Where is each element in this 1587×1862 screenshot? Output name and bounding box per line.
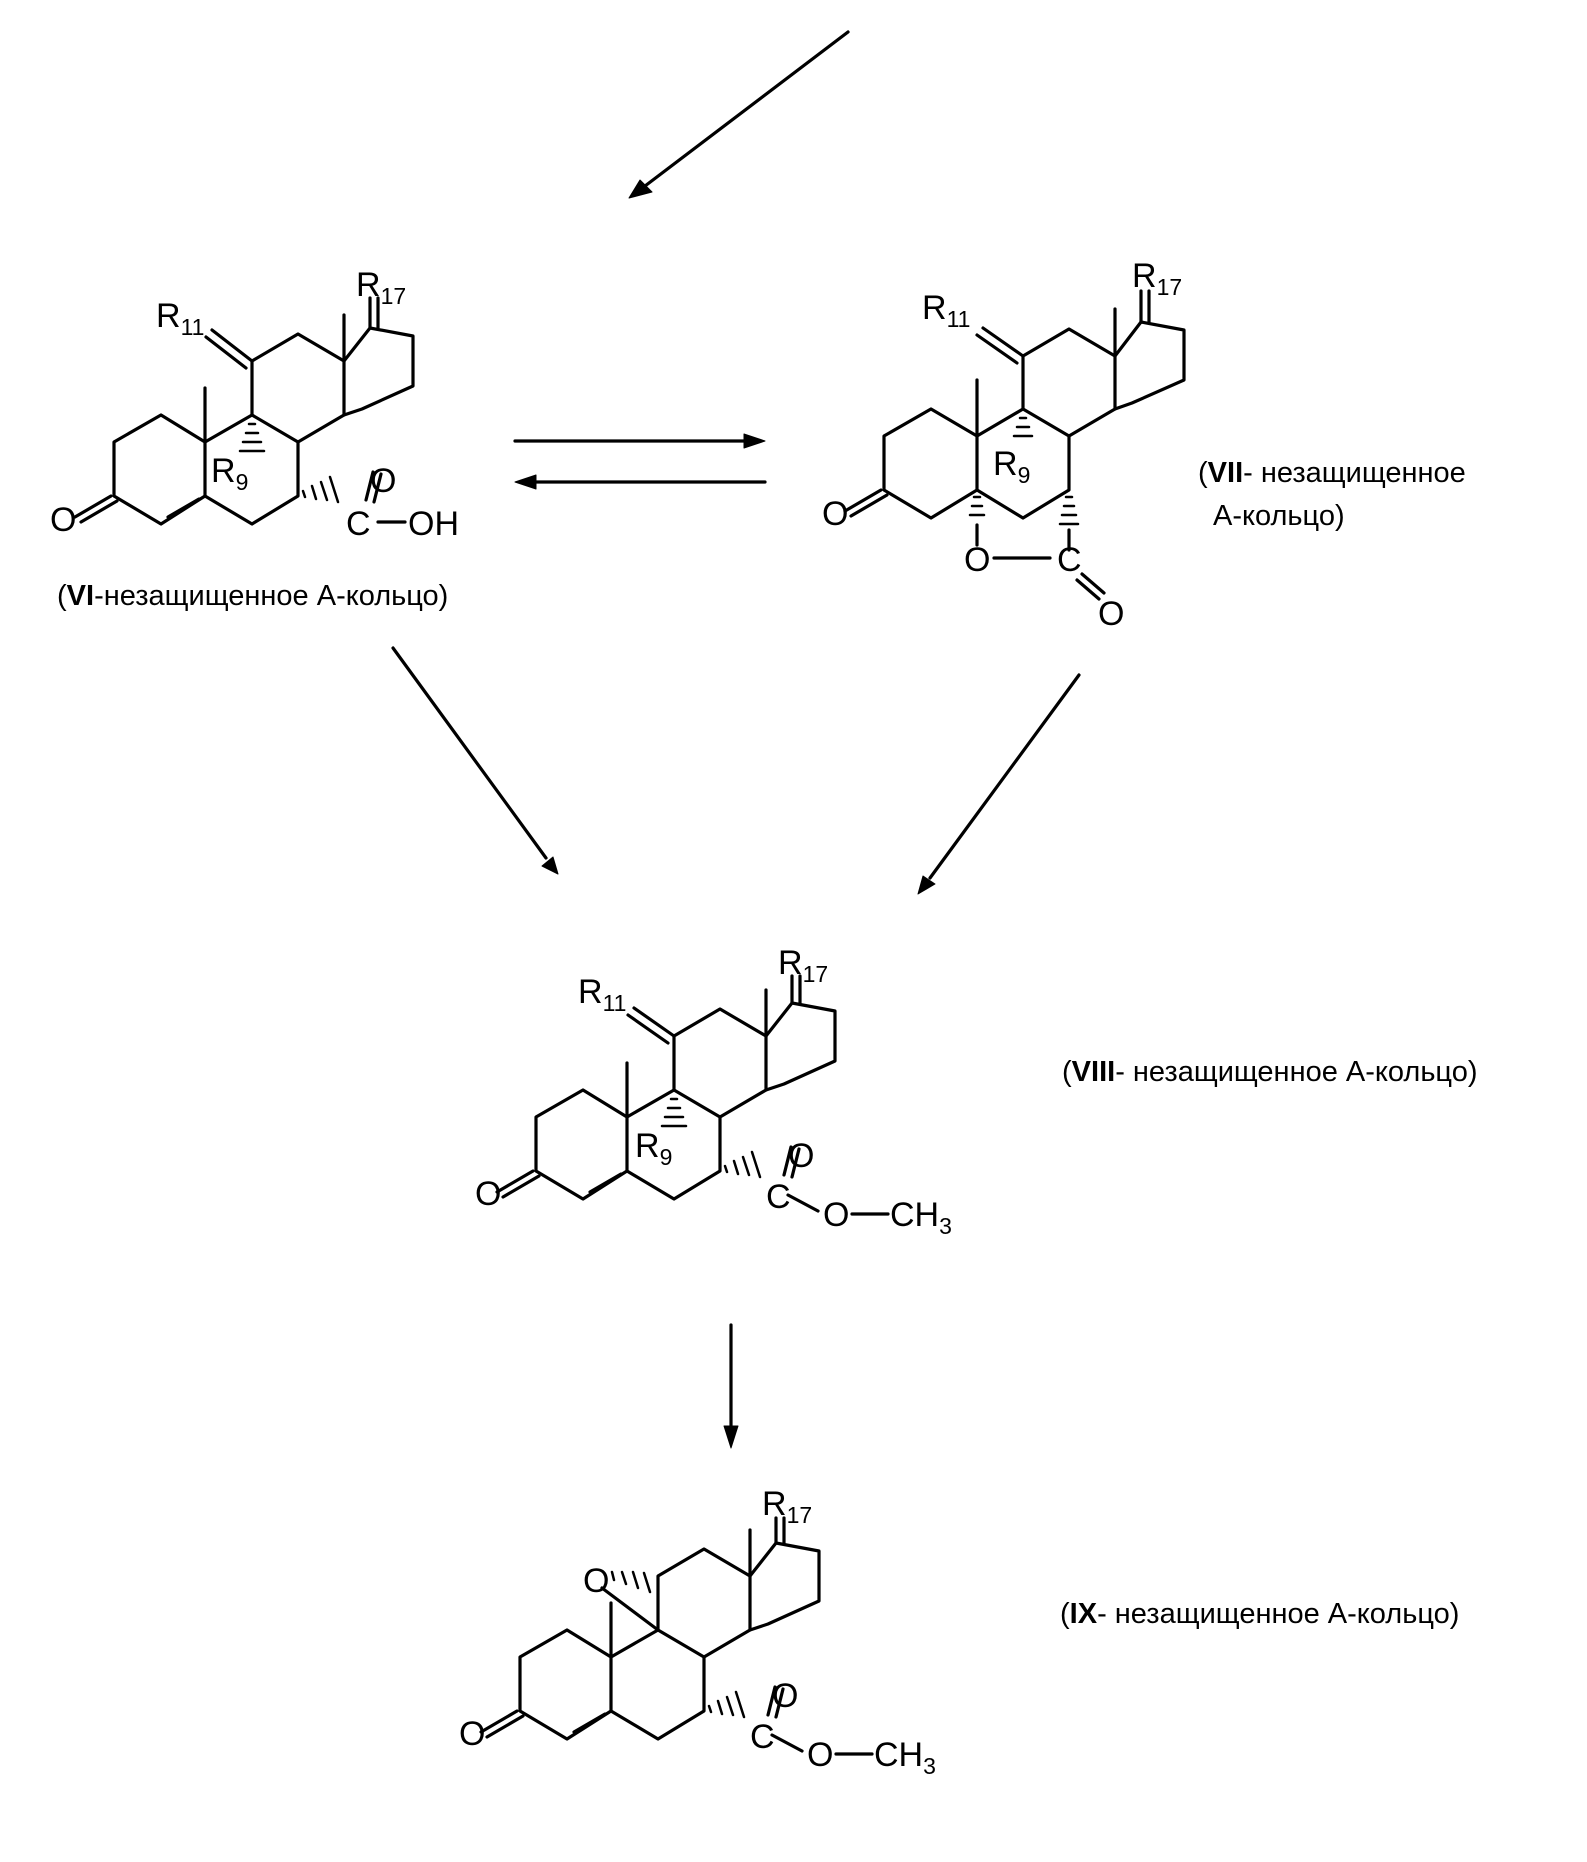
compound-viii-labels: O R11 R17 R9 O C O CH3 (VIII- незащищенн… — [475, 944, 1478, 1239]
hashed-bond-r9 — [1014, 418, 1032, 436]
vii-carbonyl-oxygen: O — [1098, 595, 1124, 633]
vi-acid-carbon: C — [346, 505, 371, 543]
ix-epoxide-oxygen: O — [583, 1562, 609, 1600]
compound-ix-structure — [481, 1518, 872, 1754]
arrow-vii-to-viii — [918, 675, 1079, 894]
viii-r17-label: R17 — [778, 944, 828, 987]
arrow-incoming — [629, 32, 848, 198]
ix-methyl: CH3 — [874, 1736, 936, 1779]
vi-hydroxyl: OH — [408, 505, 459, 543]
ix-r17-label: R17 — [762, 1485, 812, 1528]
viii-carbonyl-oxygen: O — [788, 1137, 814, 1175]
arrow-vii-to-vi — [515, 475, 765, 489]
ix-keto-oxygen: O — [459, 1715, 485, 1753]
viii-r11-label: R11 — [578, 973, 626, 1016]
vi-r11-label: R11 — [156, 297, 204, 340]
compound-vii-labels: O R11 R17 R9 O C O (VII- незащищенное А-… — [822, 257, 1466, 633]
vii-caption: (VII- незащищенное — [1198, 457, 1466, 489]
vi-r9-label: R9 — [211, 452, 248, 495]
vi-carbonyl-oxygen: O — [370, 462, 396, 500]
hashed-bond-c7 — [709, 1692, 744, 1717]
vi-keto-oxygen: O — [50, 501, 76, 539]
vii-lactone-carbon: C — [1057, 541, 1082, 579]
viii-keto-oxygen: O — [475, 1175, 501, 1213]
ix-ester-oxygen: O — [807, 1736, 833, 1774]
viii-methyl: CH3 — [890, 1196, 952, 1239]
viii-ester-carbon: C — [766, 1178, 791, 1216]
hashed-bond-c7 — [1060, 497, 1078, 524]
ix-ester-carbon: C — [750, 1718, 775, 1756]
vii-caption-line2: А-кольцо) — [1213, 500, 1345, 532]
arrow-viii-to-ix — [724, 1325, 738, 1448]
vii-r17-label: R17 — [1132, 257, 1182, 300]
reaction-arrows — [393, 32, 1079, 1448]
hashed-bond-c7 — [303, 477, 338, 502]
compound-vi-labels: O R11 R17 R9 O C OH (VI-незащищенное А-к… — [50, 266, 459, 612]
ix-caption: (IX- незащищенное А-кольцо) — [1060, 1598, 1459, 1630]
vi-caption: (VI-незащищенное А-кольцо) — [57, 580, 448, 612]
compound-ix-labels: O O R17 O C O CH3 (IX- незащищенное А-ко… — [459, 1485, 1459, 1779]
vii-keto-oxygen: O — [822, 495, 848, 533]
compound-viii-structure — [497, 976, 888, 1214]
viii-caption: (VIII- незащищенное А-кольцо) — [1062, 1056, 1478, 1088]
ix-carbonyl-oxygen: O — [772, 1677, 798, 1715]
hashed-bond-c5 — [970, 497, 984, 515]
vii-r9-label: R9 — [993, 445, 1030, 488]
vii-lactone-oxygen: O — [964, 541, 990, 579]
vii-r11-label: R11 — [922, 289, 970, 332]
viii-r9-label: R9 — [635, 1127, 672, 1170]
hashed-bond-r9 — [240, 424, 264, 451]
hashed-bond-epoxide — [612, 1572, 650, 1592]
arrow-vi-to-vii — [515, 434, 765, 448]
viii-ester-oxygen: O — [823, 1196, 849, 1234]
arrow-vi-to-viii — [393, 648, 558, 874]
vi-r17-label: R17 — [356, 266, 406, 309]
hashed-bond-c7 — [725, 1152, 760, 1177]
hashed-bond-r9 — [662, 1099, 686, 1126]
